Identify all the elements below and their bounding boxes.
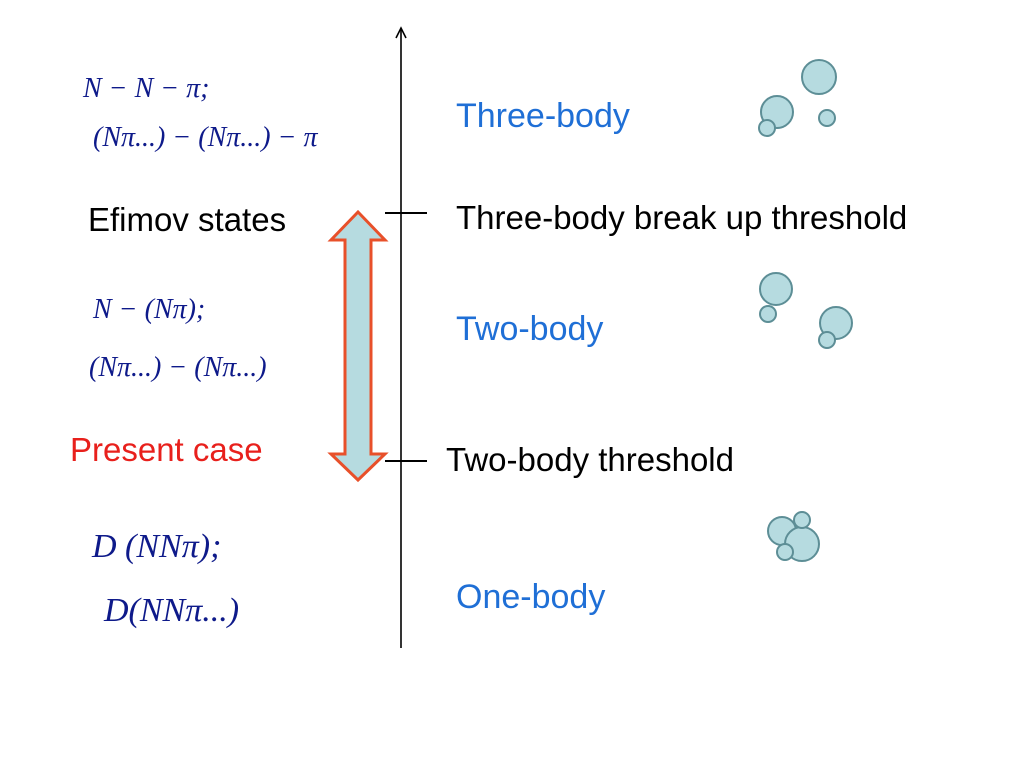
energy-axis-arrowhead: [395, 26, 407, 39]
three-body-label: Three-body: [456, 97, 630, 135]
double-headed-arrow: [327, 209, 389, 483]
three-body-formula-1: N − N − π;: [83, 73, 210, 104]
two-body-formula-1: N − (Nπ);: [93, 294, 206, 325]
two-body-formula-2: (Nπ...) − (Nπ...): [89, 352, 267, 383]
one-body-formula-2: D(NNπ...): [104, 592, 240, 629]
one-body-particles-icon: [767, 511, 820, 562]
three-body-breakup-threshold-label: Three-body break up threshold: [456, 199, 908, 236]
two-body-label: Two-body: [456, 310, 604, 348]
one-body-formula-1: D (NNπ);: [92, 528, 222, 565]
present-case-label: Present case: [70, 431, 263, 468]
three-body-particles-icon: [758, 59, 837, 137]
one-body-label: One-body: [456, 578, 606, 616]
efimov-states-label: Efimov states: [88, 201, 287, 238]
two-body-particles-icon: [759, 272, 853, 349]
three-body-formula-2: (Nπ...) − (Nπ...) − π: [93, 122, 318, 153]
two-body-threshold-label: Two-body threshold: [446, 441, 734, 478]
